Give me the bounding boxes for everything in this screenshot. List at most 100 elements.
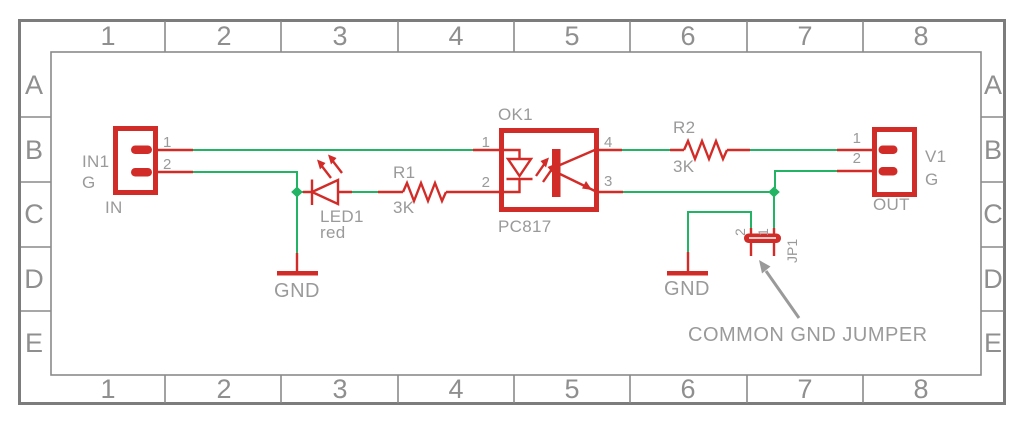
v1-pin2-number: 2 <box>853 150 861 167</box>
svg-text:1: 1 <box>100 21 115 51</box>
ok1-led-anode-line <box>499 148 521 159</box>
led1-ref-label: LED1 <box>320 207 364 226</box>
svg-text:C: C <box>983 199 1003 229</box>
annotation-text: COMMON GND JUMPER <box>688 324 928 346</box>
led1-arrow2-shaft <box>331 159 343 174</box>
v1-name-label: OUT <box>873 195 910 214</box>
svg-text:4: 4 <box>448 374 463 404</box>
wire-jp1-to-gnd-right[interactable] <box>687 211 752 252</box>
r1-value-label: 3K <box>393 198 415 217</box>
wire-out2-to-junction[interactable] <box>774 170 837 188</box>
led1-arrow1-head <box>317 159 326 170</box>
led1-value-label: red <box>320 223 345 242</box>
ok1-emitter-arrowhead <box>582 181 592 190</box>
in1-pin-stubs[interactable] <box>158 148 193 174</box>
drawing-frame: 1 2 3 4 5 6 7 8 1 2 3 4 5 6 7 8 A B C D … <box>18 19 1006 405</box>
ok1-light-arrow1-head <box>540 157 549 168</box>
in1-pin2-pad[interactable] <box>131 168 152 177</box>
ok1-pin4-number: 4 <box>604 134 612 151</box>
svg-text:7: 7 <box>797 21 812 51</box>
frame-inner-border <box>50 51 982 376</box>
in1-body[interactable] <box>113 126 158 195</box>
ok1-pin3-number: 3 <box>604 173 612 190</box>
in1-g-label: G <box>82 173 96 192</box>
frame-column-ticks <box>164 21 864 403</box>
svg-text:2: 2 <box>216 374 231 404</box>
ok1-pin-stubs[interactable] <box>473 148 623 194</box>
connector-v1[interactable]: 1 2 V1 G OUT <box>853 127 947 215</box>
wire-in-gnd[interactable] <box>193 171 298 189</box>
optocoupler-ok1[interactable]: OK1 PC817 1 2 4 3 <box>482 105 613 236</box>
resistor-r2[interactable]: R2 3K <box>673 118 729 176</box>
led1-arrow1-shaft <box>320 164 332 179</box>
svg-text:E: E <box>984 328 1002 358</box>
jp1-pin1-number: 1 <box>755 228 771 236</box>
pin-stubs[interactable] <box>158 148 872 271</box>
ok1-base-bar <box>552 149 561 197</box>
resistor-r1[interactable]: R1 3K <box>393 163 448 217</box>
r1-ref-label: R1 <box>393 163 415 182</box>
svg-text:6: 6 <box>680 21 695 51</box>
annotation: COMMON GND JUMPER <box>688 260 928 346</box>
gnd-right-label: GND <box>664 278 710 300</box>
gnd-right[interactable]: GND <box>664 271 710 300</box>
ok1-led-cathode-line <box>499 179 521 194</box>
ok1-light-arrow2-shaft <box>542 168 553 183</box>
junction-left[interactable] <box>291 186 303 198</box>
svg-text:B: B <box>984 135 1002 165</box>
connector-in1[interactable]: IN1 G IN 1 2 <box>82 126 171 218</box>
ok1-pin2-number: 2 <box>482 174 490 191</box>
v1-pin-stubs[interactable] <box>837 148 872 173</box>
svg-text:D: D <box>983 264 1003 294</box>
gnd-stubs[interactable] <box>295 252 690 271</box>
svg-text:5: 5 <box>564 374 579 404</box>
in1-pin2-number: 2 <box>163 156 171 173</box>
jp1-pin2-number: 2 <box>732 228 748 236</box>
junction-right[interactable] <box>768 186 780 198</box>
in1-pin1-pad[interactable] <box>131 145 152 155</box>
led1-arrow2-head <box>328 154 337 165</box>
jp1-top-stubs[interactable] <box>749 228 776 234</box>
frame-row-labels-right: A B C D E <box>983 70 1003 358</box>
svg-text:D: D <box>24 264 44 294</box>
v1-ref-label: V1 <box>925 147 946 166</box>
svg-text:2: 2 <box>216 21 231 51</box>
gnd-right-bar[interactable] <box>667 271 708 276</box>
v1-pin2-pad[interactable] <box>878 167 898 176</box>
svg-text:5: 5 <box>564 21 579 51</box>
v1-body[interactable] <box>872 127 917 197</box>
jumper-jp1[interactable]: 2 1 JP1 <box>732 228 800 263</box>
svg-text:B: B <box>25 135 43 165</box>
ok1-body[interactable] <box>499 128 599 212</box>
ok1-led-triangle <box>505 157 534 179</box>
in1-name-label: IN <box>105 198 123 217</box>
svg-text:A: A <box>984 70 1002 100</box>
gnd-left-bar[interactable] <box>277 271 318 276</box>
led1[interactable]: LED1 red <box>309 154 364 243</box>
frame-column-labels-bottom: 1 2 3 4 5 6 7 8 <box>100 374 928 404</box>
gnd-left[interactable]: GND <box>274 271 320 302</box>
v1-pin1-pad[interactable] <box>878 145 898 155</box>
frame-outer-border <box>18 19 1006 405</box>
svg-text:3: 3 <box>332 374 347 404</box>
jp1-pins[interactable] <box>749 243 776 256</box>
annotation-arrow-shaft <box>764 270 801 319</box>
svg-text:7: 7 <box>797 374 812 404</box>
svg-text:8: 8 <box>913 21 928 51</box>
svg-text:6: 6 <box>680 374 695 404</box>
svg-text:E: E <box>25 328 43 358</box>
v1-pin1-number: 1 <box>853 130 861 147</box>
r2-zigzag[interactable] <box>682 137 729 163</box>
svg-text:A: A <box>25 70 43 100</box>
r2-ref-label: R2 <box>673 118 695 137</box>
led1-triangle[interactable] <box>309 178 340 206</box>
r2-value-label: 3K <box>673 157 695 176</box>
ok1-light-arrow1-shaft <box>535 162 546 177</box>
ok1-pin1-number: 1 <box>482 134 490 151</box>
in1-ref-label: IN1 <box>82 152 109 171</box>
in1-pin1-number: 1 <box>163 134 171 151</box>
ok1-collector-line <box>559 147 598 167</box>
net-wires[interactable] <box>193 149 837 253</box>
r1-zigzag[interactable] <box>401 179 448 205</box>
